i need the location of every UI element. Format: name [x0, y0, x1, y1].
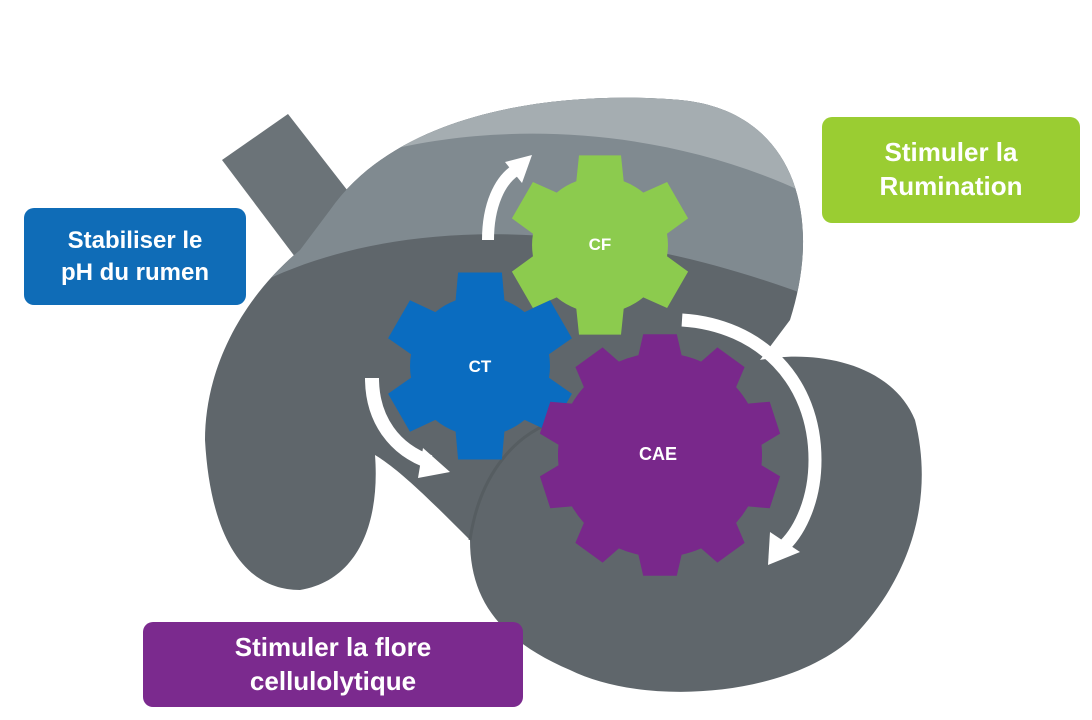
gear-ct: CT: [388, 272, 572, 460]
gear-cae: CAE: [539, 334, 781, 576]
label-rumination-line2: Rumination: [879, 171, 1023, 201]
gear-cf: CF: [511, 155, 689, 335]
arrow-right-around: [681, 313, 822, 550]
gear-cf-shape: [511, 155, 689, 335]
arrowhead-top: [505, 155, 532, 183]
arrowhead-left: [418, 448, 450, 478]
label-stabiliser-ph: Stabiliser le pH du rumen: [24, 208, 246, 305]
label-flore-line2: cellulolytique: [249, 665, 417, 696]
arrowhead-right: [768, 532, 800, 565]
gear-cae-label: CAE: [639, 444, 677, 464]
label-rumination-line1: Stimuler la: [884, 137, 1018, 168]
gear-ct-shape: [388, 272, 572, 460]
label-stimuler-flore: Stimuler la flore cellulolytique: [143, 622, 523, 707]
gear-ct-label: CT: [469, 357, 492, 376]
rotation-arrows: [365, 155, 822, 565]
label-flore-line1: Stimuler la flore: [234, 631, 432, 662]
label-ph-line1: Stabiliser le: [67, 227, 203, 255]
arrow-ct-to-cf: [482, 164, 520, 241]
gear-cae-shape: [539, 334, 781, 576]
arrow-left-down: [365, 377, 433, 469]
label-stimuler-rumination: Stimuler la Rumination: [822, 117, 1080, 223]
label-ph-line2: pH du rumen: [61, 258, 209, 286]
gear-cf-label: CF: [589, 235, 612, 254]
